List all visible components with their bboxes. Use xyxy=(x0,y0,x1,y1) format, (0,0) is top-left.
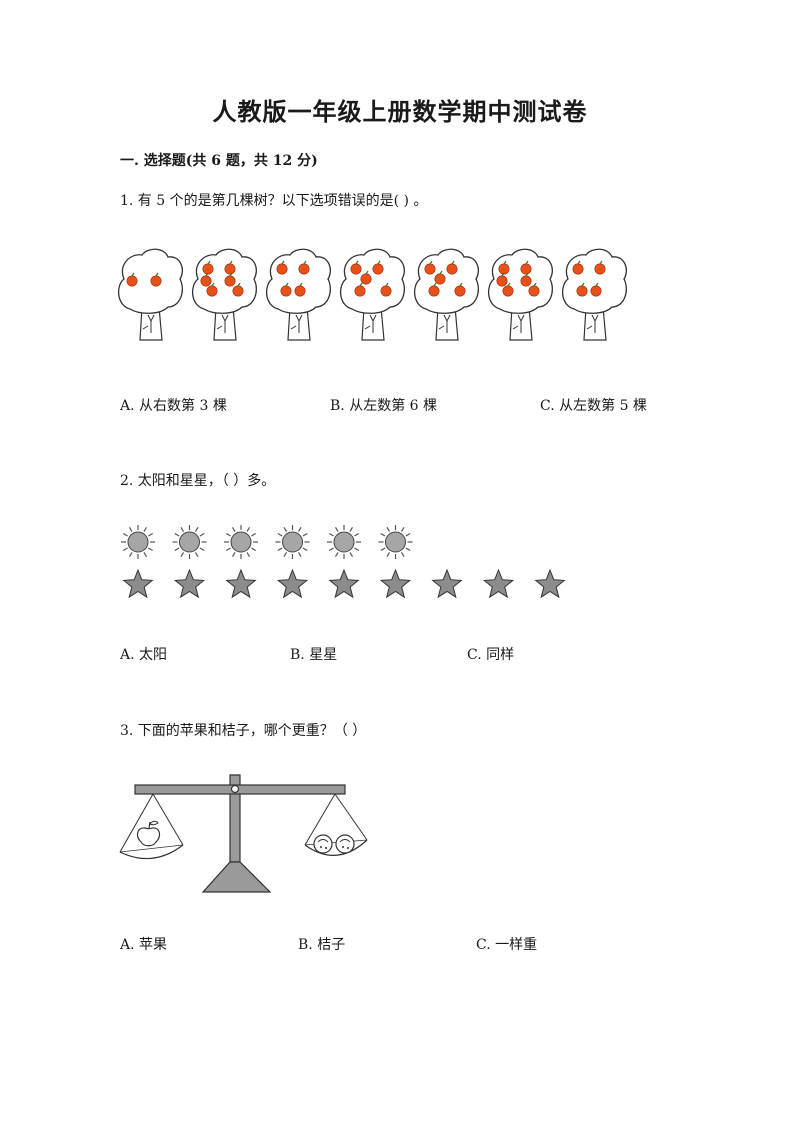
question-1-text: 1. 有 5 个的是第几棵树？以下选项错误的是( ) 。 xyxy=(120,193,428,209)
sun-icon xyxy=(224,525,258,559)
apple-icon xyxy=(572,260,584,275)
apple-icon xyxy=(360,270,372,285)
apple-icon xyxy=(594,260,606,275)
star-icon xyxy=(173,568,206,599)
question-3-option-a[interactable]: A. 苹果 xyxy=(120,937,168,953)
apple-tree xyxy=(488,248,553,341)
star-icon xyxy=(276,568,309,599)
left-pan xyxy=(119,793,184,860)
apple-icon xyxy=(280,282,292,297)
sun-icon xyxy=(327,525,361,559)
scale-beam xyxy=(134,784,346,795)
scale-stand xyxy=(201,774,272,893)
apple-tree xyxy=(266,248,331,341)
suns-and-stars-figure xyxy=(121,525,566,599)
apple-icon xyxy=(136,820,161,847)
page-title: 人教版一年级上册数学期中测试卷 xyxy=(212,97,588,126)
apple-icon xyxy=(520,260,532,275)
star-icon xyxy=(122,568,154,599)
apple-icon xyxy=(380,282,392,297)
apple-icon xyxy=(224,260,236,275)
question-3-option-b[interactable]: B. 桔子 xyxy=(298,937,346,953)
apple-icon xyxy=(576,282,588,297)
apple-trees-figure xyxy=(118,248,627,341)
apple-icon xyxy=(350,260,362,275)
apple-icon xyxy=(502,282,514,297)
section-heading: 一. 选择题(共 6 题，共 12 分) xyxy=(120,153,318,169)
question-2-option-c[interactable]: C. 同样 xyxy=(467,647,515,663)
question-1-option-a[interactable]: A. 从右数第 3 棵 xyxy=(120,398,227,414)
question-3-option-c[interactable]: C. 一样重 xyxy=(476,937,538,953)
apple-icon xyxy=(424,260,436,275)
apple-icon xyxy=(498,260,510,275)
star-icon xyxy=(379,568,412,599)
apple-tree xyxy=(562,248,627,341)
apple-icon xyxy=(520,272,532,287)
sun-icon xyxy=(172,525,207,559)
star-icon xyxy=(482,568,515,599)
apple-tree xyxy=(192,248,257,341)
sun-icon xyxy=(378,525,413,559)
apple-icon xyxy=(496,272,508,287)
apple-icon xyxy=(202,260,214,275)
apple-icon xyxy=(528,282,540,297)
apple-icon xyxy=(590,282,602,297)
star-icon xyxy=(225,568,257,599)
apple-icon xyxy=(150,272,162,287)
tangerine-icon xyxy=(313,834,355,854)
question-2-option-b[interactable]: B. 星星 xyxy=(290,647,338,663)
star-icon xyxy=(328,568,360,599)
apple-icon xyxy=(434,270,446,285)
question-2-text: 2. 太阳和星星，（ ）多。 xyxy=(120,473,276,489)
sun-icon xyxy=(121,525,155,559)
question-1-option-c[interactable]: C. 从左数第 5 棵 xyxy=(540,398,647,414)
apple-icon xyxy=(372,260,384,275)
apple-icon xyxy=(354,282,366,297)
apple-icon xyxy=(294,282,306,297)
apple-icon xyxy=(206,282,218,297)
question-1-option-b[interactable]: B. 从左数第 6 棵 xyxy=(330,398,437,414)
apple-icon xyxy=(276,260,288,275)
question-2-option-a[interactable]: A. 太阳 xyxy=(120,647,168,663)
apple-icon xyxy=(232,282,244,297)
apple-icon xyxy=(428,282,440,297)
apple-tree xyxy=(118,248,183,341)
balance-scale-figure xyxy=(119,774,368,893)
sun-icon xyxy=(275,525,310,559)
star-icon xyxy=(534,568,566,599)
apple-icon xyxy=(224,272,236,287)
apple-icon xyxy=(454,282,466,297)
star-icon xyxy=(431,568,463,599)
apple-icon xyxy=(200,272,212,287)
apple-icon xyxy=(126,272,138,287)
apple-icon xyxy=(446,260,458,275)
question-3-text: 3. 下面的苹果和桔子，哪个更重？（ ） xyxy=(120,723,367,739)
apple-tree xyxy=(340,248,405,341)
apple-icon xyxy=(298,260,310,275)
apple-tree xyxy=(414,248,479,341)
